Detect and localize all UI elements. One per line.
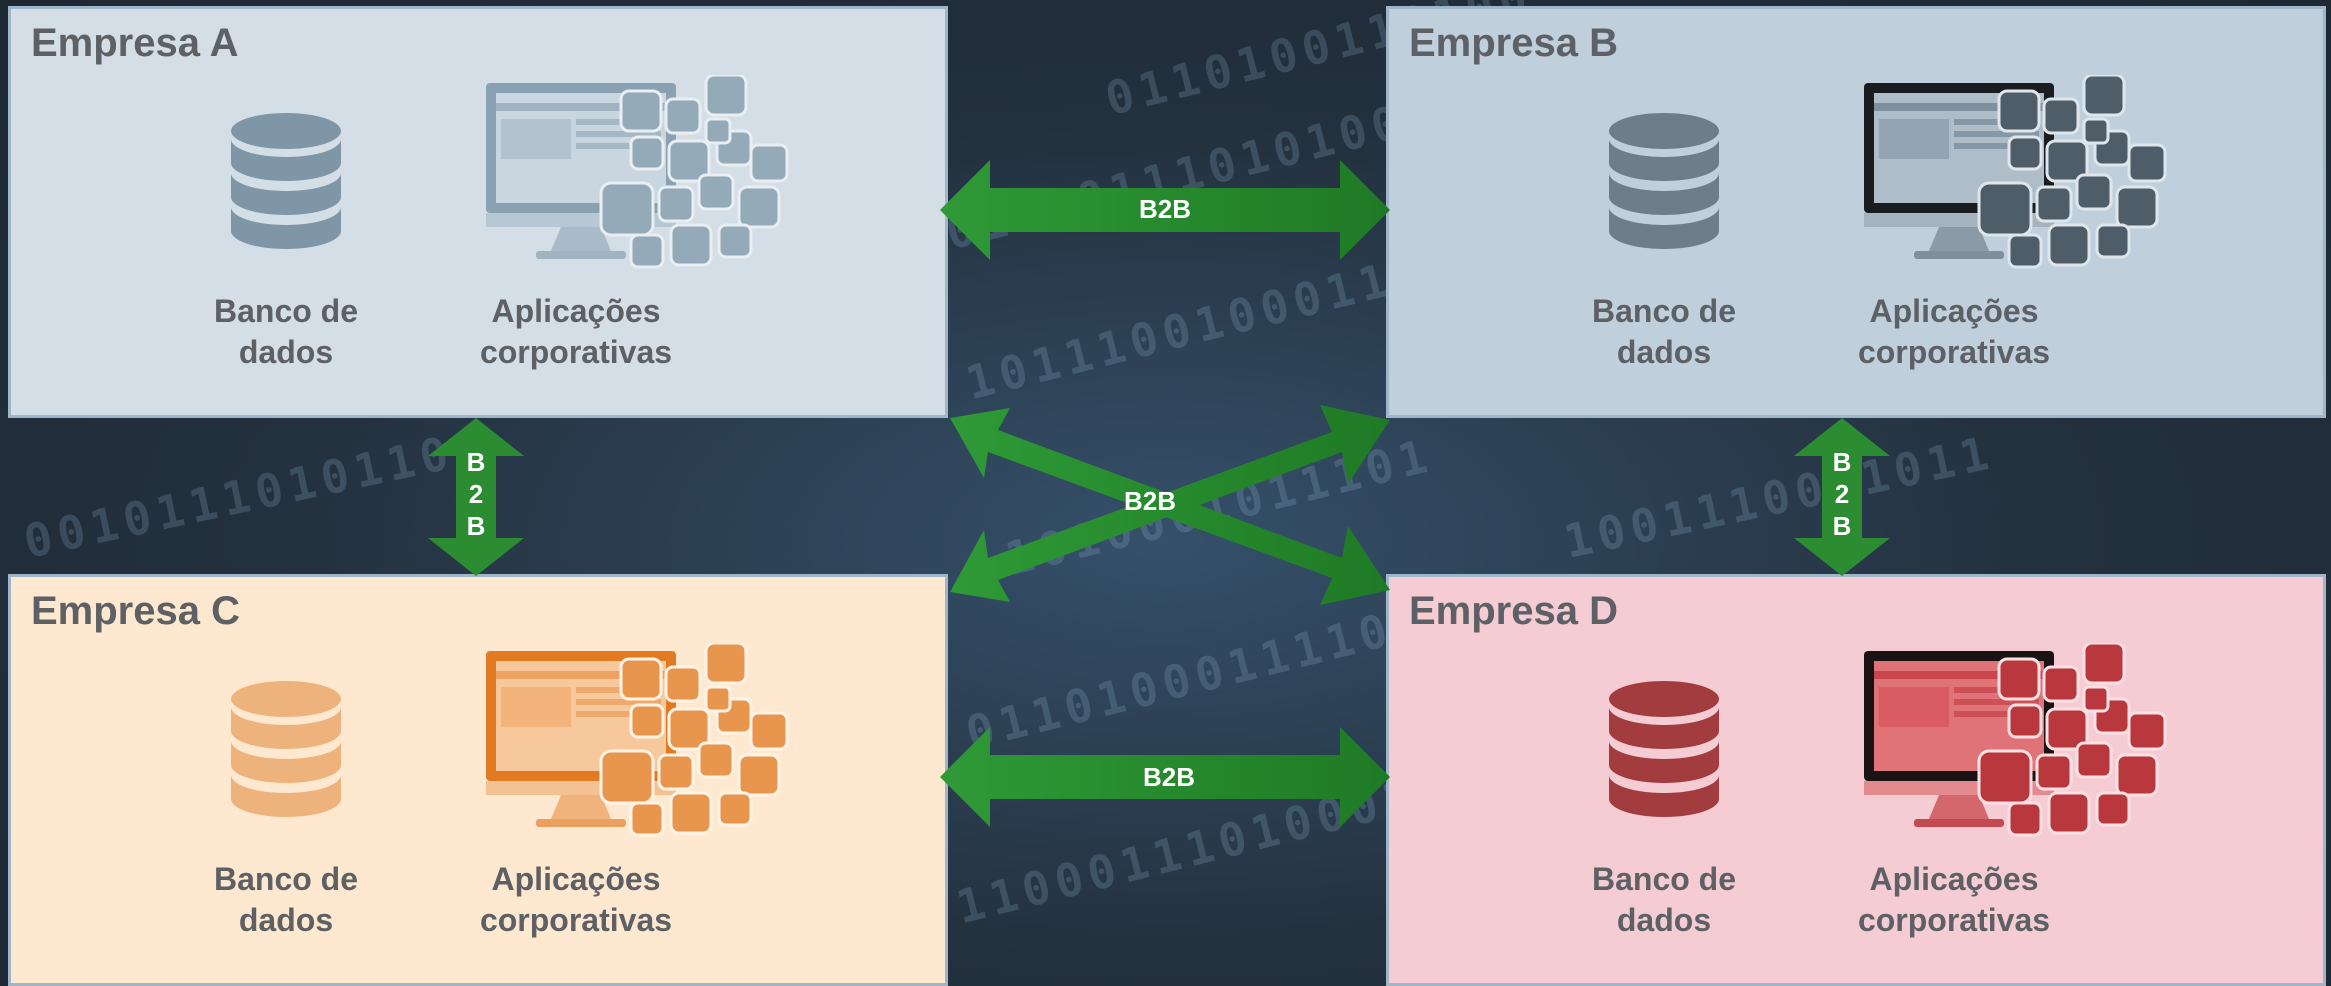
b2b-letter: B bbox=[1832, 447, 1852, 477]
apps-label: Aplicações corporativas bbox=[441, 291, 711, 373]
enterprise-apps-icon bbox=[1864, 643, 2167, 837]
database-icon bbox=[1609, 681, 1719, 817]
company-title: Empresa C bbox=[31, 589, 240, 633]
apps-label-line: Aplicações bbox=[491, 861, 661, 897]
company-a-box: Empresa A bbox=[8, 6, 948, 418]
arrow-a-c bbox=[428, 418, 524, 576]
apps-label-line: Aplicações bbox=[491, 293, 661, 329]
apps-label-line: corporativas bbox=[479, 902, 673, 938]
company-title: Empresa A bbox=[31, 21, 239, 65]
database-label-line: dados bbox=[238, 902, 334, 938]
database-label: Banco de dados bbox=[1559, 291, 1769, 373]
enterprise-apps-icon bbox=[486, 75, 789, 269]
apps-label: Aplicações corporativas bbox=[1819, 291, 2089, 373]
company-c-box: Empresa C bbox=[8, 574, 948, 986]
arrow-b-d bbox=[1794, 418, 1890, 576]
database-icon bbox=[231, 113, 341, 249]
database-label-line: dados bbox=[1616, 902, 1712, 938]
b2b-letter: B bbox=[466, 511, 486, 541]
database-icon bbox=[231, 681, 341, 817]
apps-label-line: corporativas bbox=[479, 334, 673, 370]
database-label: Banco de dados bbox=[1559, 859, 1769, 941]
database-icon bbox=[1609, 113, 1719, 249]
apps-label: Aplicações corporativas bbox=[441, 859, 711, 941]
b2b-letter: 2 bbox=[1834, 479, 1850, 509]
b2b-label-left: B 2 B bbox=[453, 446, 499, 542]
database-label-line: Banco de bbox=[1591, 293, 1737, 329]
b2b-letter: B bbox=[466, 447, 486, 477]
enterprise-apps-icon bbox=[486, 643, 789, 837]
apps-label-line: Aplicações bbox=[1869, 861, 2039, 897]
arrow-c-d bbox=[940, 727, 1390, 827]
company-title: Empresa B bbox=[1409, 21, 1618, 65]
database-label-line: Banco de bbox=[213, 293, 359, 329]
database-label-line: dados bbox=[238, 334, 334, 370]
database-label: Banco de dados bbox=[181, 291, 391, 373]
company-b-box: Empresa B bbox=[1386, 6, 2326, 418]
b2b-label-top: B2B bbox=[1138, 194, 1191, 224]
b2b-label-right: B 2 B bbox=[1819, 446, 1865, 542]
database-label-line: dados bbox=[1616, 334, 1712, 370]
database-label-line: Banco de bbox=[213, 861, 359, 897]
arrow-cross bbox=[950, 405, 1390, 605]
database-label-line: Banco de bbox=[1591, 861, 1737, 897]
arrow-a-b bbox=[940, 160, 1390, 260]
apps-label-line: corporativas bbox=[1857, 902, 2051, 938]
enterprise-apps-icon bbox=[1864, 75, 2167, 269]
apps-label-line: corporativas bbox=[1857, 334, 2051, 370]
apps-label-line: Aplicações bbox=[1869, 293, 2039, 329]
b2b-letter: 2 bbox=[468, 479, 484, 509]
company-d-box: Empresa D bbox=[1386, 574, 2326, 986]
b2b-label-bottom: B2B bbox=[1142, 762, 1195, 792]
company-title: Empresa D bbox=[1409, 589, 1618, 633]
b2b-label-middle: B2B bbox=[1123, 486, 1176, 516]
database-label: Banco de dados bbox=[181, 859, 391, 941]
b2b-letter: B bbox=[1832, 511, 1852, 541]
apps-label: Aplicações corporativas bbox=[1819, 859, 2089, 941]
